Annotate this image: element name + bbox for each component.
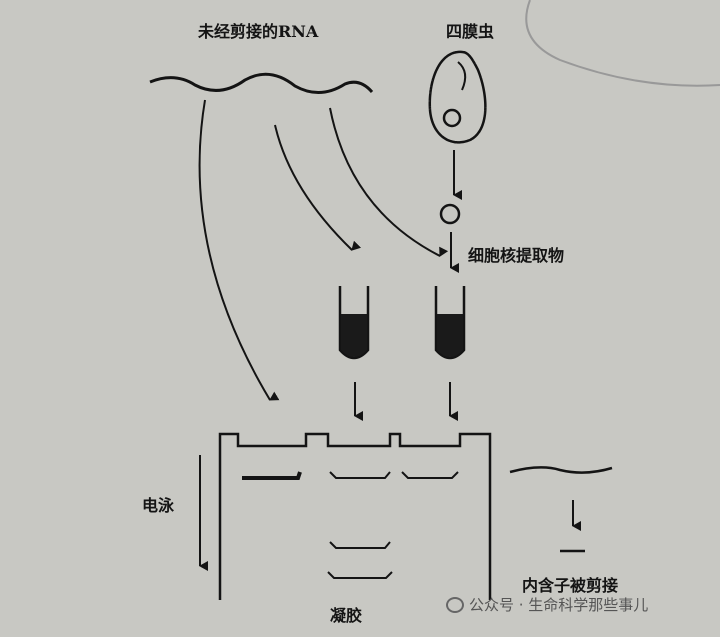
arrow-rna-to-gel [198,99,280,401]
gel-box [218,432,492,600]
test-tube-2 [434,286,466,360]
wechat-icon [446,596,464,613]
electrophoresis-label: 电泳 [142,496,175,515]
tetrahymena-label: 四膜虫 [446,22,495,41]
page-curl-decoration [525,0,720,87]
test-tube-1 [338,286,370,360]
intron-spliced-label: 内含子被剪接 [522,576,619,595]
watermark-text: 公众号 · 生命科学那些事儿 [469,596,649,614]
nucleus [439,203,461,225]
unspliced-rna-label: 未经剪接的RNA [198,22,319,41]
watermark: 公众号 · 生命科学那些事儿 [446,594,648,615]
arrow-rna-to-tube2 [329,107,449,257]
spliced-rna-strand [509,466,613,474]
tetrahymena-cell [428,50,487,144]
unspliced-rna-strand [149,72,374,94]
gel-label: 凝胶 [330,606,363,625]
arrow-rna-to-tube1 [274,124,362,251]
nuclear-extract-label: 细胞核提取物 [468,246,565,265]
